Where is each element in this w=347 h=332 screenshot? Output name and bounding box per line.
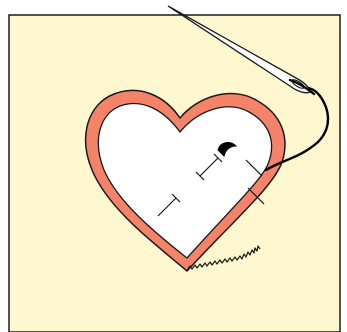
sewing-illustration xyxy=(0,0,347,332)
sewing-diagram xyxy=(0,0,347,332)
